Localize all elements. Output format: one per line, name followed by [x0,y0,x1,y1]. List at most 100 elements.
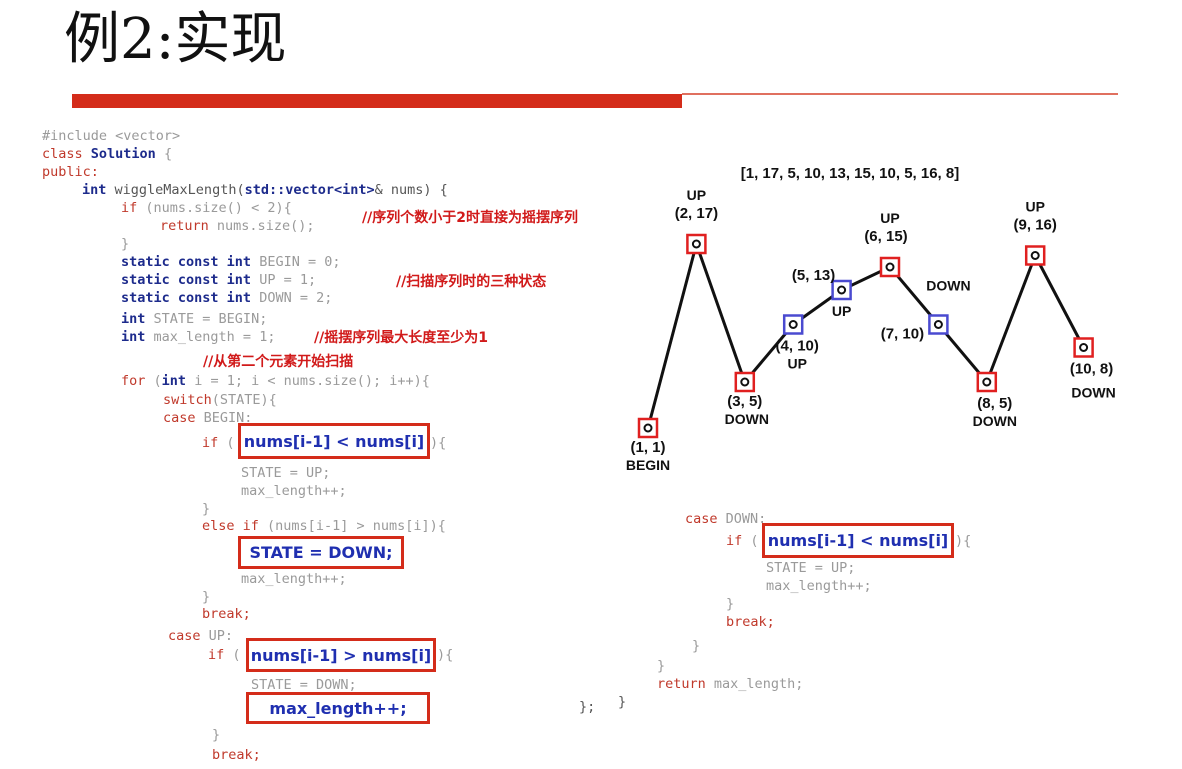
code-line: return nums.size(); [160,217,314,235]
highlight-condition-greater: nums[i-1] > nums[i] [246,638,436,672]
code-line: case BEGIN: [163,409,252,427]
code-line: STATE = UP; [241,464,330,482]
point-coordinate-label: (8, 5) [977,395,1012,412]
slide-title: 例2:实现 [64,7,287,72]
code-keyword: break; [212,747,261,763]
chart-segment [1033,254,1085,349]
chart-title: [1, 17, 5, 10, 13, 15, 10, 5, 16, 8] [741,165,959,182]
point-coordinate-label: (2, 17) [675,205,718,222]
point-coordinate-label: (9, 16) [1014,217,1057,234]
code-text: max_length; [713,676,804,692]
code-text: }; [579,699,596,715]
comment-min-length: //摇摆序列最大长度至少为1 [314,330,488,346]
code-keyword: if [202,435,219,451]
code-type: int [121,311,146,327]
chart-segment [694,243,747,383]
code-line: break; [202,605,251,623]
data-point-marker [686,233,707,255]
code-line: int max_length = 1; [121,328,275,346]
data-point-marker [831,279,852,301]
code-line: max_length++; [766,577,872,595]
code-keyword: if [121,200,138,216]
code-text: max_length++; [766,578,872,594]
code-text: } [726,596,735,612]
code-text: (nums.size() < 2){ [145,200,292,216]
code-line: ){ [437,646,453,664]
code-text: UP = 1; [259,272,317,288]
code-text: & nums) { [374,182,448,198]
code-text: DOWN: [725,511,767,527]
code-keyword: public: [42,164,99,180]
code-line: public: [42,163,99,181]
code-keyword: case [163,410,196,426]
code-text: BEGIN: [203,410,253,426]
code-text: STATE = BEGIN; [153,311,268,327]
data-point [837,285,847,295]
code-line: } [618,693,626,711]
code-text: } [657,658,666,674]
point-state-label: UP [787,356,806,372]
code-text: ){ [430,435,447,451]
code-keyword: class [42,146,83,162]
code-type: std::vector<int> [244,182,375,198]
code-line: max_length++; [241,570,347,588]
code-line: static const int BEGIN = 0; [121,253,340,271]
code-line: } [202,588,210,606]
code-type: int [121,329,146,345]
point-coordinate-label: (7, 10) [881,326,924,343]
code-text: } [618,694,627,710]
code-text: ( [232,647,241,663]
code-line: if ( [208,646,241,664]
code-type: static const int [121,272,252,288]
point-state-label: BEGIN [626,457,670,473]
code-type: static const int [121,254,252,270]
code-text: STATE = UP; [241,465,331,481]
code-line: if ( [726,532,759,550]
data-point [982,377,992,387]
point-state-label: UP [880,210,899,226]
code-text: DOWN = 2; [259,290,333,306]
code-keyword: case [168,628,201,644]
code-text: BEGIN = 0; [259,254,341,270]
highlight-condition-less-down: nums[i-1] < nums[i] [762,523,954,558]
code-line: switch(STATE){ [163,391,277,409]
code-text: ( [226,435,235,451]
code-line: return max_length; [657,675,803,693]
highlight-max-length-increment: max_length++; [246,692,430,724]
code-type: static const int [121,290,252,306]
code-line: } [212,726,220,744]
code-line: break; [726,613,775,631]
code-text: nums.size(); [216,218,315,234]
data-point-marker [976,371,998,393]
code-text: ){ [955,533,972,549]
data-point [1030,251,1040,260]
point-state-label: DOWN [1071,385,1115,401]
point-state-label: UP [832,303,851,319]
code-text: { [163,146,173,162]
data-point-marker [928,314,949,335]
point-coordinate-label: (10, 8) [1070,361,1113,378]
code-line: int wiggleMaxLength(std::vector<int>& nu… [82,181,448,199]
code-type: int [161,373,187,389]
code-line: case DOWN: [685,510,766,528]
code-text: } [121,236,130,252]
code-text: ( [153,373,162,389]
code-line: STATE = UP; [766,559,855,577]
code-text: UP: [208,628,234,644]
data-point [740,377,750,387]
code-keyword: else if [202,518,259,534]
code-text: #include <vector> [42,128,181,144]
point-state-label: UP [1025,199,1044,215]
code-line: STATE = DOWN; [251,676,357,694]
code-keyword: break; [202,606,251,622]
wiggle-sequence-chart: [1, 17, 5, 10, 13, 15, 10, 5, 16, 8] (1,… [626,165,1116,473]
code-keyword: if [726,533,743,549]
data-point [691,239,701,249]
comment-size-check: //序列个数小于2时直接为摇摆序列 [362,210,578,226]
point-coordinate-label: (6, 15) [864,228,907,245]
code-line: break; [212,746,261,764]
code-keyword: return [160,218,209,234]
code-keyword: return [657,676,706,692]
code-line: else if (nums[i-1] > nums[i]){ [202,517,446,535]
code-class-name: Solution [90,146,156,162]
